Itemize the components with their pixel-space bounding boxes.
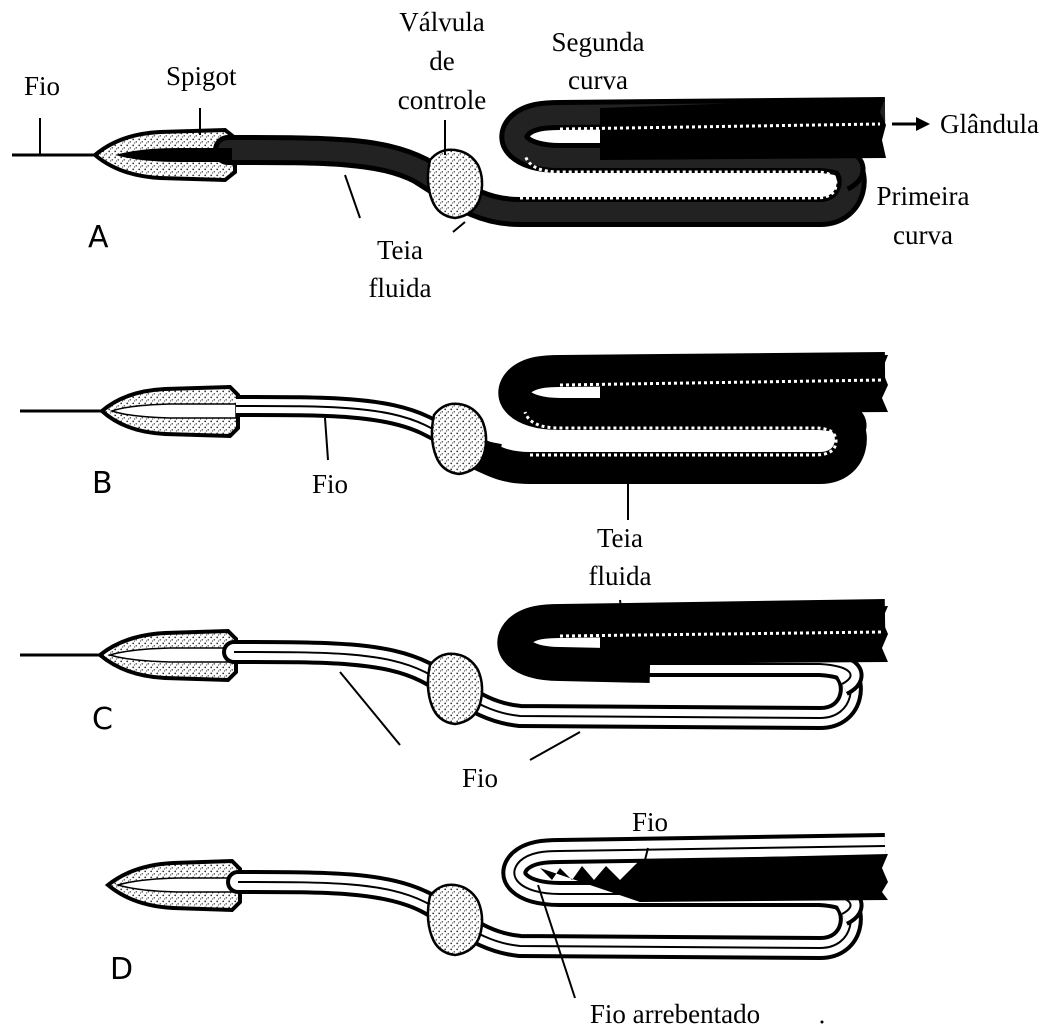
stray-dot [821,1021,824,1024]
label-a-valvula-line1: Válvula [380,4,504,41]
panel-letter-c: C [92,704,113,736]
label-c-fio: Fio [440,760,520,797]
label-b-teia-line2: fluida [570,558,670,595]
panel-letter-d: D [110,954,133,986]
label-a-primeira-line2: curva [858,217,988,254]
label-a-primeira-line1: Primeira [858,178,988,215]
panel-b-control-valve [432,404,486,474]
panel-c-control-valve [428,654,482,724]
label-a-segunda-line1: Segunda [536,24,660,61]
label-a-segunda-line2: curva [536,62,660,99]
label-b-teia-line1: Teia [570,520,670,557]
panel-c-duct [20,606,888,724]
label-d-fio-arrebentado: Fio arrebentado [560,996,790,1033]
label-a-valvula-line3: controle [380,82,504,119]
label-a-fio: Fio [24,68,60,105]
label-a-teia-line2: fluida [350,270,450,307]
panel-letter-a: A [88,222,109,254]
arrow-right-icon [892,117,930,131]
panel-d-duct [108,846,888,955]
label-a-spigot: Spigot [166,58,237,95]
panel-d-control-valve [428,885,482,955]
label-d-fio: Fio [610,804,690,841]
panel-b-duct [20,355,888,474]
label-b-fio: Fio [290,466,370,503]
label-a-teia-line1: Teia [350,232,450,269]
panel-a-control-valve [428,150,482,218]
label-a-glandula: Glândula [940,106,1039,143]
label-a-valvula-line2: de [380,43,504,80]
panel-letter-b: B [92,468,113,500]
